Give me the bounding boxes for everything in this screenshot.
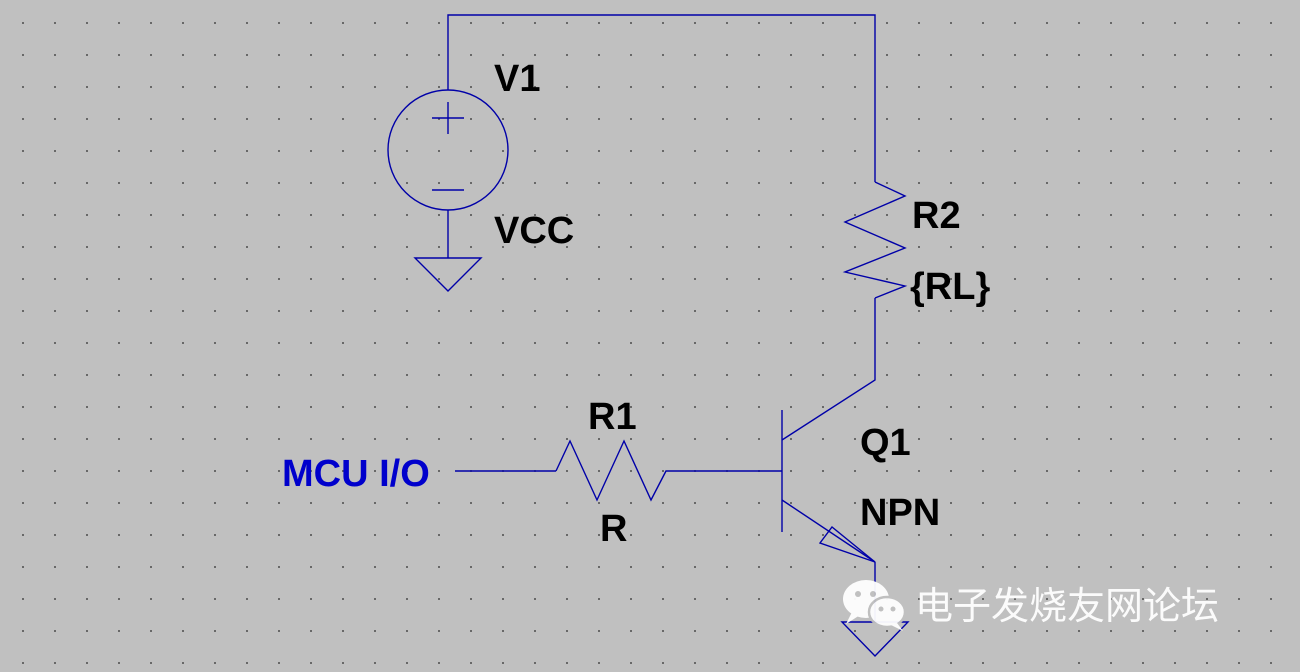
resistor-r2[interactable]: [842, 181, 908, 299]
ground-symbol-v1[interactable]: [413, 257, 483, 292]
watermark: 电子发烧友网论坛: [843, 580, 1219, 631]
net-label-mcu-io[interactable]: MCU I/O: [282, 453, 430, 495]
resistor-r1[interactable]: [555, 439, 676, 502]
r2-value-label: {RL}: [910, 266, 990, 308]
wires: [447, 14, 876, 622]
voltage-source-v1[interactable]: [387, 89, 509, 211]
transistor-q1[interactable]: [781, 410, 876, 563]
wire-r2-to-collector[interactable]: [781, 298, 876, 441]
r2-ref-label: R2: [912, 195, 961, 237]
r1-value-label: R: [600, 508, 627, 550]
v1-ref-label: V1: [494, 58, 540, 100]
voltage-source-circle: [387, 89, 509, 211]
watermark-text: 电子发烧友网论坛: [915, 584, 1219, 628]
emitter-arrow-icon: [818, 525, 876, 563]
r1-ref-label: R1: [588, 396, 637, 438]
q1-value-label: NPN: [860, 492, 940, 534]
wechat-icon: [843, 580, 907, 631]
v1-value-label: VCC: [494, 210, 574, 252]
wire-vcc-top[interactable]: [447, 14, 876, 182]
q1-ref-label: Q1: [860, 422, 911, 464]
